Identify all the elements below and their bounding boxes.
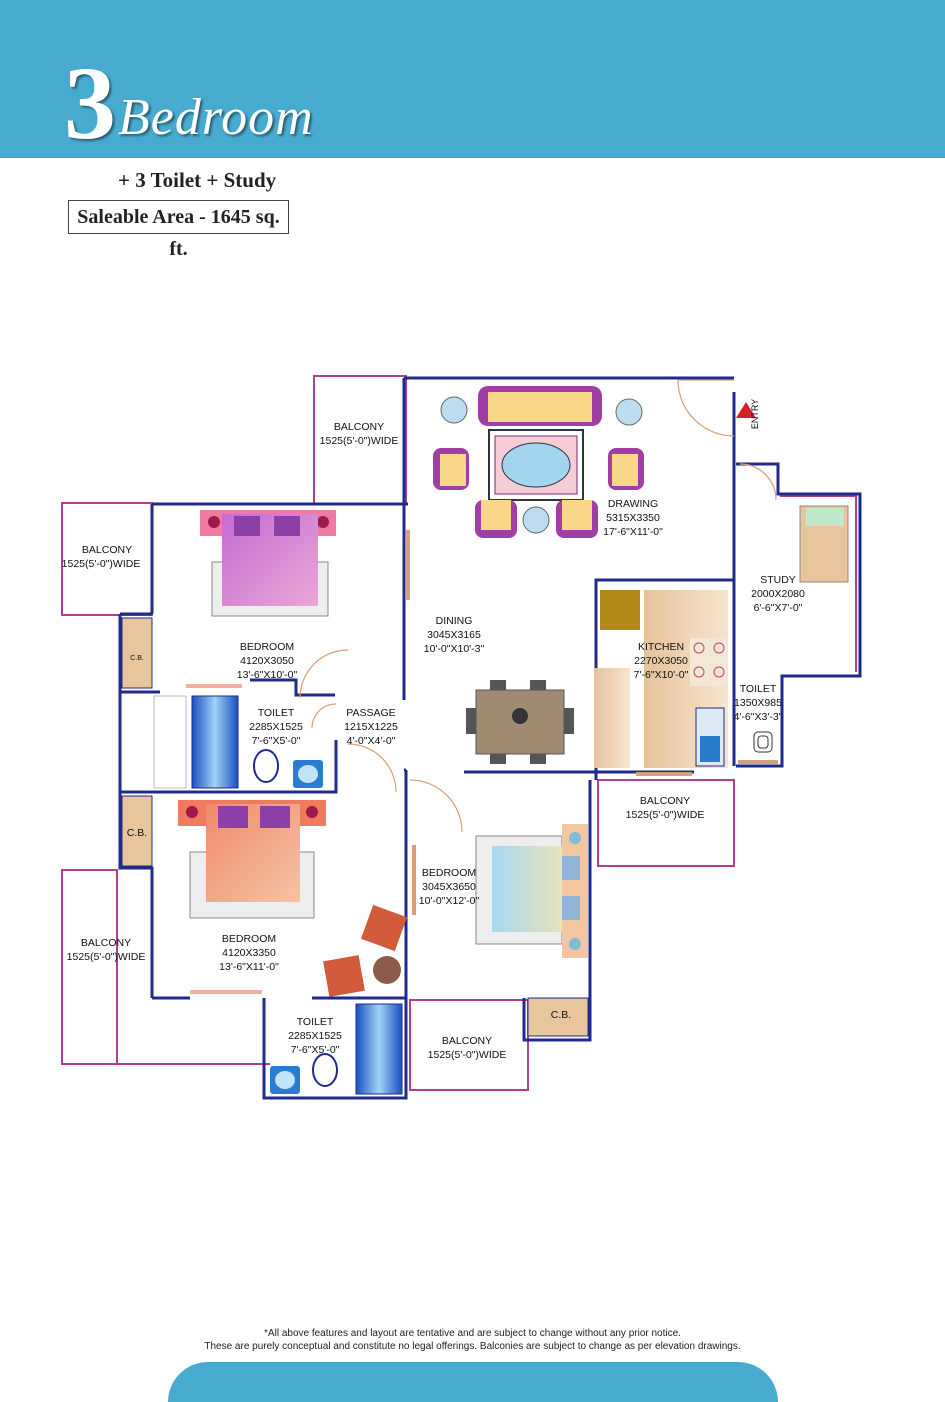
drawing-mm: 5315X3350 [606,512,660,524]
balcony-left2-name: BALCONY [81,937,131,949]
cupboard-2 [121,795,153,867]
toilet-right-mm: 1350X985 [734,697,782,709]
title-number: 3 [64,46,116,161]
bedroom3-mm: 3045X3650 [422,881,476,893]
toilet1-ft: 7'-6"X5'-0" [252,735,301,747]
bedroom3-name: BEDROOM [422,867,476,879]
balcony-top-size: 1525(5'-0")WIDE [320,435,399,447]
disclaimer: *All above features and layout are tenta… [0,1327,945,1353]
entry-arrow-icon [736,402,756,418]
cb2-label: C.B. [127,827,147,839]
kitchen-mm: 2270X3050 [634,655,688,667]
dining-mm: 3045X3165 [427,629,481,641]
footer-bar [168,1362,778,1402]
toilet-right-ft: 4'-6"X3'-3" [734,711,783,723]
room-labels: BALCONY 1525(5'-0")WIDE BALCONY 1525(5'-… [62,399,805,1061]
balcony-bottom-size: 1525(5'-0")WIDE [428,1049,507,1061]
cb3-label: C.B. [551,1009,571,1021]
shaft-panel [153,695,187,789]
bedroom1-mm: 4120X3050 [240,655,294,667]
disclaimer-line-2: These are purely conceptual and constitu… [204,1341,741,1352]
toilet2-mm: 2285X1525 [288,1030,342,1042]
header-banner [0,0,945,158]
passage-ft: 4'-0"X4'-0" [347,735,396,747]
bedroom2-mm: 4120X3350 [222,947,276,959]
balcony-left2-size: 1525(5'-0")WIDE [67,951,146,963]
bedroom1-name: BEDROOM [240,641,294,653]
cupboard-1 [121,617,153,689]
bedroom2-furniture [178,800,408,997]
dining-furniture [466,680,574,764]
cb1-label: C.B. [130,655,144,662]
study-name: STUDY [760,574,796,586]
toilet-right-fixture [753,731,773,753]
bedroom1-ft: 13'-6"X10'-0" [237,669,298,681]
toilet1-fixtures [191,695,323,789]
bedroom2-name: BEDROOM [222,933,276,945]
balcony-right-size: 1525(5'-0")WIDE [626,809,705,821]
subtitle: + 3 Toilet + Study [118,168,277,192]
bedroom3-furniture [475,824,588,958]
kitchen-ft: 7'-6"X10'-0" [634,669,689,681]
disclaimer-line-1: *All above features and layout are tenta… [264,1328,681,1339]
walls [118,376,862,1100]
passage-mm: 1215X1225 [344,721,398,733]
toilet-right-name: TOILET [740,683,777,695]
dining-ft: 10'-0"X10'-3" [424,643,485,655]
kitchen-name: KITCHEN [638,641,684,653]
bedroom3-ft: 10'-0"X12'-0" [419,895,480,907]
study-furniture [799,505,849,583]
study-ft: 6'-6"X7'-0" [754,602,803,614]
saleable-area-box: Saleable Area - 1645 sq. ft. [68,200,289,260]
bedroom2-ft: 13'-6"X11'-0" [219,961,279,973]
drawing-name: DRAWING [608,498,658,510]
toilet2-name: TOILET [297,1016,334,1028]
title-word: Bedroom [118,89,314,146]
toilet2-ft: 7'-6"X5'-0" [291,1044,340,1056]
entry-label: ENTRY [750,399,760,429]
cupboard-3 [527,997,589,1037]
passage-name: PASSAGE [346,707,395,719]
toilet1-mm: 2285X1525 [249,721,303,733]
doors [186,379,778,994]
toilet1-name: TOILET [258,707,295,719]
toilet2-fixtures [270,1003,403,1095]
balcony-bottom-name: BALCONY [442,1035,492,1047]
balcony-right-name: BALCONY [640,795,690,807]
drawing-furniture [433,386,644,538]
kitchen-furniture [594,590,728,768]
balcony-outlines [61,375,857,1091]
balcony-left1-size: 1525(5'-0")WIDE [62,558,141,570]
balcony-left1-name: BALCONY [82,544,132,556]
balcony-top-name: BALCONY [334,421,384,433]
bedroom1-furniture [200,510,336,617]
drawing-ft: 17'-6"X11'-0" [603,526,663,538]
dining-name: DINING [436,615,473,627]
study-mm: 2000X2080 [751,588,805,600]
